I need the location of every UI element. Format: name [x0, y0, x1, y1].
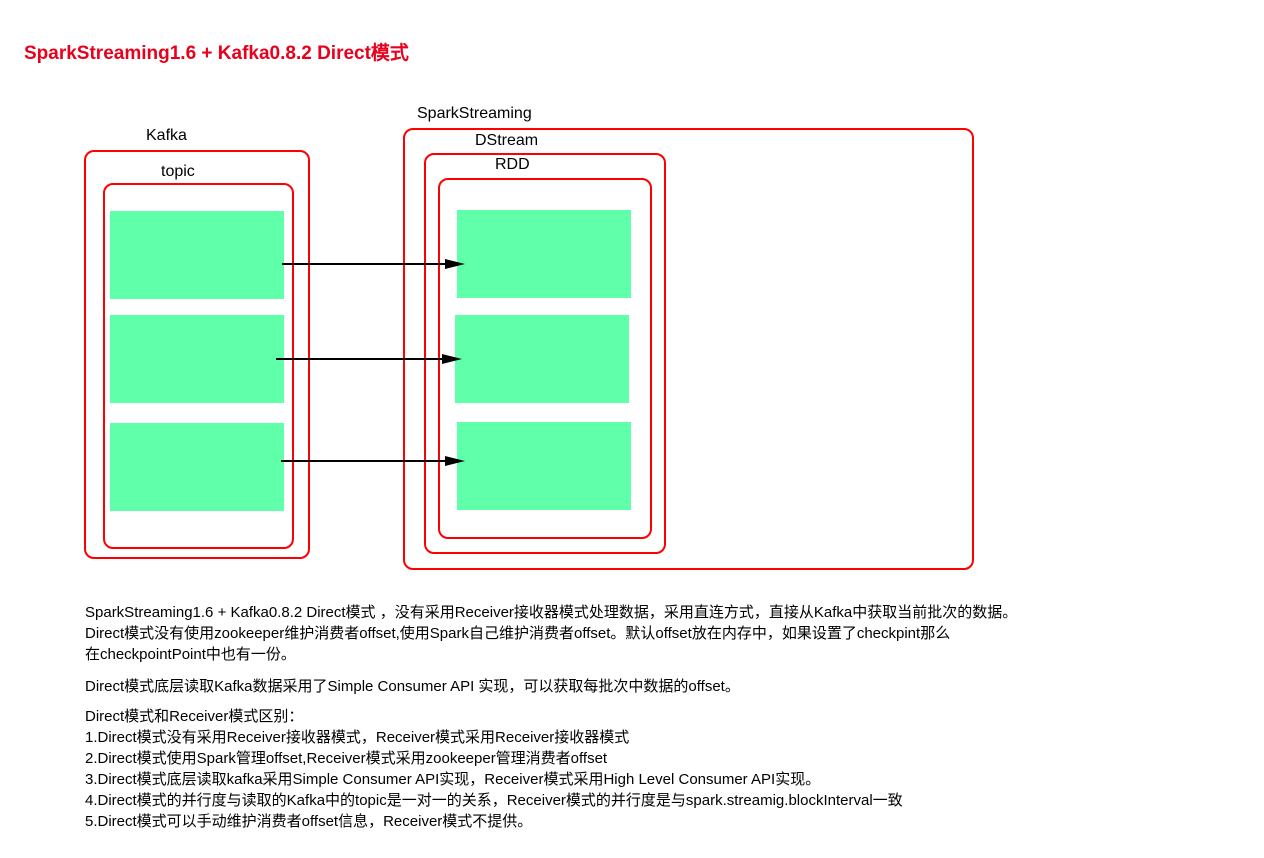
difference-item: 2.Direct模式使用Spark管理offset,Receiver模式采用zo… [85, 750, 608, 767]
page-title: SparkStreaming1.6 + Kafka0.8.2 Direct模式 [24, 43, 409, 64]
rdd-partition-2 [455, 315, 629, 403]
description-paragraph-1: SparkStreaming1.6 + Kafka0.8.2 Direct模式 … [85, 602, 1017, 665]
kafka-partition-1 [110, 211, 284, 299]
rdd-partition-3 [457, 422, 631, 510]
difference-item: 1.Direct模式没有采用Receiver接收器模式，Receiver模式采用… [85, 729, 630, 746]
sparkstreaming-label: SparkStreaming [417, 105, 532, 122]
differences-heading: Direct模式和Receiver模式区别： [85, 708, 304, 725]
description-line: Direct模式底层读取Kafka数据采用了Simple Consumer AP… [85, 678, 740, 695]
description-line: Direct模式没有使用zookeeper维护消费者offset,使用Spark… [85, 625, 951, 642]
kafka-partition-2 [110, 315, 284, 403]
difference-item: 4.Direct模式的并行度与读取的Kafka中的topic是一对一的关系，Re… [85, 792, 903, 809]
kafka-label: Kafka [146, 127, 187, 144]
difference-item: 5.Direct模式可以手动维护消费者offset信息，Receiver模式不提… [85, 813, 533, 830]
topic-label: topic [161, 163, 195, 180]
topic-container [103, 183, 294, 549]
description-line: 在checkpointPoint中也有一份。 [85, 646, 296, 663]
dstream-container [424, 153, 666, 554]
kafka-container [84, 150, 310, 559]
kafka-partition-3 [110, 423, 284, 511]
difference-item: 3.Direct模式底层读取kafka采用Simple Consumer API… [85, 771, 821, 788]
description-line: SparkStreaming1.6 + Kafka0.8.2 Direct模式 … [85, 604, 1018, 621]
differences-list: Direct模式和Receiver模式区别： 1.Direct模式没有采用Rec… [85, 706, 903, 832]
rdd-partition-1 [457, 210, 631, 298]
description-paragraph-2: Direct模式底层读取Kafka数据采用了Simple Consumer AP… [85, 676, 740, 697]
rdd-label: RDD [495, 156, 530, 173]
dstream-label: DStream [475, 132, 539, 149]
sparkstreaming-container [403, 128, 974, 570]
